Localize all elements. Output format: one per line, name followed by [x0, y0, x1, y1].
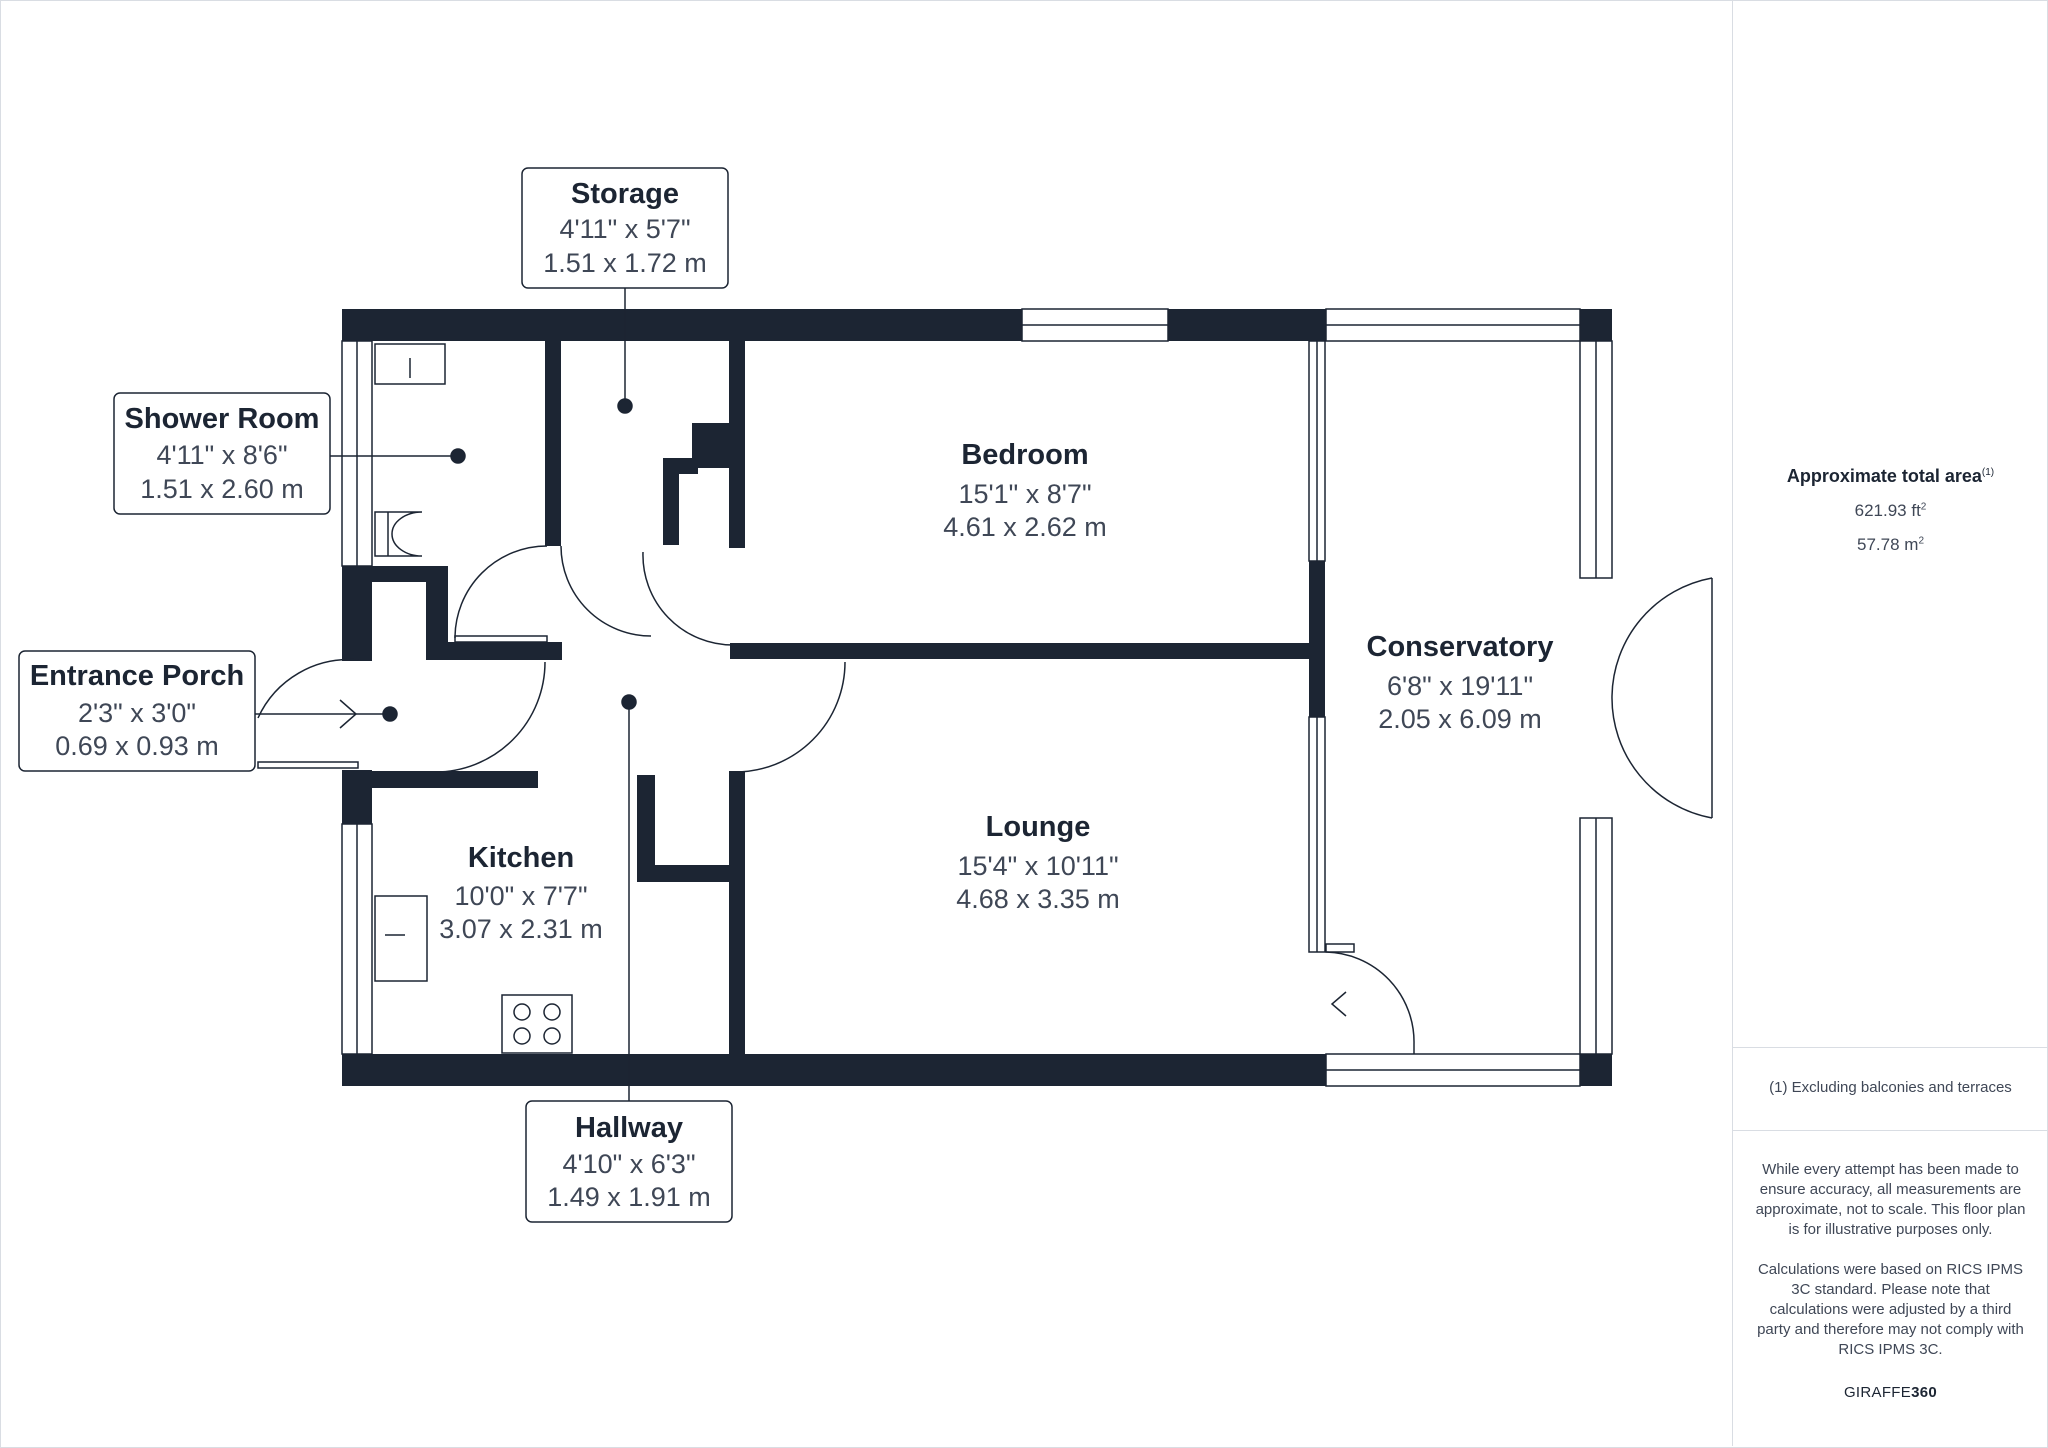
entrance-porch-metric: 0.69 x 0.93 m [55, 731, 219, 761]
shower-room-imperial: 4'11" x 8'6" [156, 440, 287, 470]
storage-label-box [521, 167, 729, 289]
bedroom-metric: 4.61 x 2.62 m [943, 512, 1107, 542]
door-lounge-conservatory [1325, 951, 1415, 1045]
entrance-porch-imperial: 2'3" x 3'0" [78, 698, 196, 728]
wall-shower-hall [545, 341, 561, 546]
conservatory-metric: 2.05 x 6.09 m [1378, 704, 1542, 734]
wall-kitchen-cupboard-bottom [637, 865, 729, 882]
total-area-sqft: 621.93 ft2 [1733, 501, 2048, 521]
leader-lines [255, 288, 1347, 1101]
floor-plan: Storage 4'11" x 5'7" 1.51 x 1.72 m Showe… [18, 167, 1713, 1223]
sqft-exponent: 2 [1920, 501, 1927, 513]
entrance-porch-label-box [18, 650, 256, 772]
wall-shower-porch-side [426, 566, 448, 642]
hallway-marker [621, 694, 637, 710]
brand-bold: 360 [1911, 1384, 1938, 1401]
walls [342, 309, 1612, 1086]
panel-divider [1733, 1130, 2048, 1131]
brand-light: GIRAFFE [1843, 1384, 1912, 1401]
storage-metric: 1.51 x 1.72 m [543, 248, 707, 278]
wall-left-kitchen [342, 770, 372, 824]
shower-room-marker [450, 448, 466, 464]
panel-divider [1733, 1047, 2048, 1048]
wall-bedroom-lounge [730, 643, 1310, 659]
bedroom-name: Bedroom [961, 439, 1088, 471]
fixtures [374, 343, 573, 1054]
hallway-metric: 1.49 x 1.91 m [547, 1182, 711, 1212]
wall-bedroom-conservatory [1309, 561, 1325, 717]
hob [501, 994, 573, 1054]
shower-room-label-box [113, 392, 331, 515]
footnote-mark: (1) [1981, 467, 1995, 478]
kitchen-name: Kitchen [468, 842, 574, 874]
entrance-porch-marker [382, 706, 398, 722]
brand-logo: GIRAFFE360 [1733, 1384, 2048, 1401]
total-area-title: Approximate total area(1) [1733, 466, 2048, 487]
door-lounge [734, 661, 846, 773]
wall-conservatory-corner-bottom [1580, 1054, 1612, 1086]
lounge-imperial: 15'4" x 10'11" [957, 851, 1118, 881]
disclaimer: While every attempt has been made to ens… [1753, 1160, 2028, 1380]
total-area-sqft-value: 621.93 ft [1854, 501, 1921, 520]
wall-storage-bedroom [729, 341, 745, 548]
door-kitchen [434, 661, 546, 773]
wall-storage-step-2 [663, 458, 679, 545]
door-conservatory-right [1611, 695, 1713, 819]
wall-kitchen-lounge [729, 771, 745, 1057]
total-area-title-text: Approximate total area [1786, 466, 1982, 486]
lounge-name: Lounge [986, 811, 1091, 843]
wall-storage-step-1 [692, 423, 732, 468]
sqm-exponent: 2 [1918, 535, 1924, 547]
doors [257, 545, 1713, 1054]
bedroom-imperial: 15'1" x 8'7" [958, 479, 1091, 509]
shower-room-metric: 1.51 x 2.60 m [140, 474, 304, 504]
room-labels: Storage 4'11" x 5'7" 1.51 x 1.72 m Showe… [18, 167, 1554, 1223]
windows [341, 308, 1613, 1087]
door-bedroom [642, 551, 734, 646]
disclaimer-calculations: Calculations were based on RICS IPMS 3C … [1757, 1261, 2024, 1358]
kitchen-metric: 3.07 x 2.31 m [439, 914, 603, 944]
shower-room-name: Shower Room [125, 403, 320, 435]
conservatory-imperial: 6'8" x 19'11" [1387, 671, 1533, 701]
conservatory-name: Conservatory [1367, 631, 1554, 663]
hallway-imperial: 4'10" x 6'3" [562, 1149, 695, 1179]
door-shower [454, 545, 548, 639]
storage-name: Storage [571, 178, 679, 210]
storage-imperial: 4'11" x 5'7" [559, 214, 690, 244]
toilet [374, 511, 423, 557]
hallway-name: Hallway [575, 1112, 683, 1144]
shower-tray [374, 343, 446, 385]
storage-marker [617, 398, 633, 414]
door-entrance [257, 658, 359, 719]
entrance-porch-name: Entrance Porch [30, 660, 244, 692]
total-area-block: Approximate total area(1) 621.93 ft2 57.… [1733, 466, 2048, 555]
wall-storage-step-3 [663, 458, 698, 474]
kitchen-imperial: 10'0" x 7'7" [454, 881, 587, 911]
wall-kitchen-cupboard-left [637, 775, 655, 882]
wall-top-right [1168, 309, 1326, 341]
total-area-sqm-value: 57.78 m [1857, 535, 1919, 554]
wall-bottom [342, 1054, 1326, 1086]
lounge-metric: 4.68 x 3.35 m [956, 884, 1120, 914]
wall-shower-porch-bottom [426, 642, 562, 660]
wall-left-porch [342, 566, 372, 661]
total-area-sqm: 57.78 m2 [1733, 535, 2048, 555]
disclaimer-accuracy: While every attempt has been made to ens… [1755, 1161, 2026, 1238]
wall-top [342, 309, 1022, 341]
hallway-label-box [525, 1100, 733, 1223]
door-conservatory-left [1611, 577, 1713, 697]
kitchen-sink [374, 895, 428, 982]
door-storage [560, 545, 652, 637]
info-panel: Approximate total area(1) 621.93 ft2 57.… [1732, 0, 2048, 1446]
footnote: (1) Excluding balconies and terraces [1769, 1079, 2012, 1096]
wall-kitchen-top [372, 771, 538, 788]
wall-conservatory-corner-top [1580, 309, 1612, 341]
